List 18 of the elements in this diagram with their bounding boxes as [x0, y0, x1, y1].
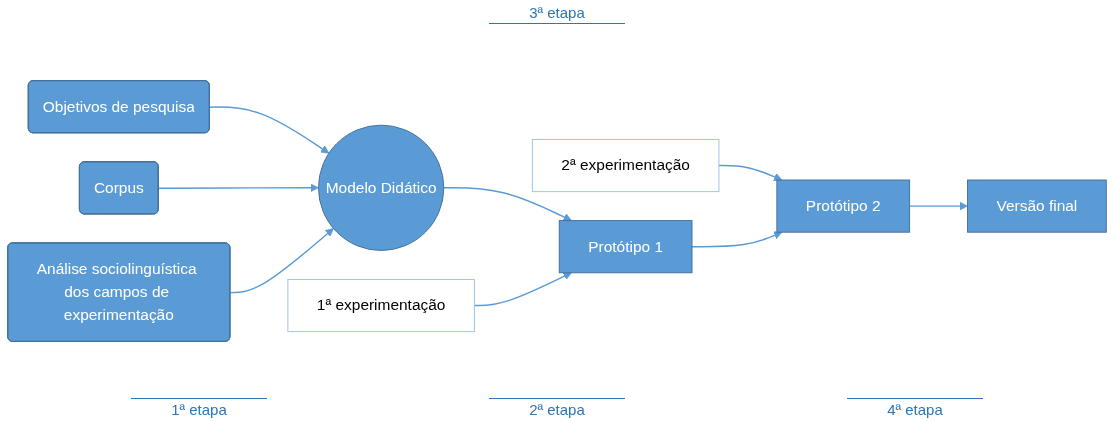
node-box: Protótipo 2 — [776, 179, 911, 233]
node-box: 2ª experimentação — [531, 138, 720, 193]
node-circle: Modelo Didático — [318, 124, 445, 251]
stage-label: 3ª etapa — [489, 4, 625, 24]
stage-label: 4ª etapa — [847, 398, 983, 418]
arrow — [443, 187, 572, 222]
node-box: Protótipo 1 — [558, 220, 693, 274]
arrow — [473, 272, 572, 307]
arrow — [157, 183, 319, 193]
stage-label: 1ª etapa — [131, 398, 267, 418]
node-box: 1ª experimentação — [287, 278, 475, 333]
arrow — [209, 106, 330, 154]
arrow — [229, 228, 334, 294]
node-box: Versão final — [967, 179, 1107, 233]
arrow — [908, 201, 968, 211]
arrow — [691, 231, 783, 248]
arrow — [718, 164, 783, 181]
stage-label: 2ª etapa — [489, 398, 625, 418]
